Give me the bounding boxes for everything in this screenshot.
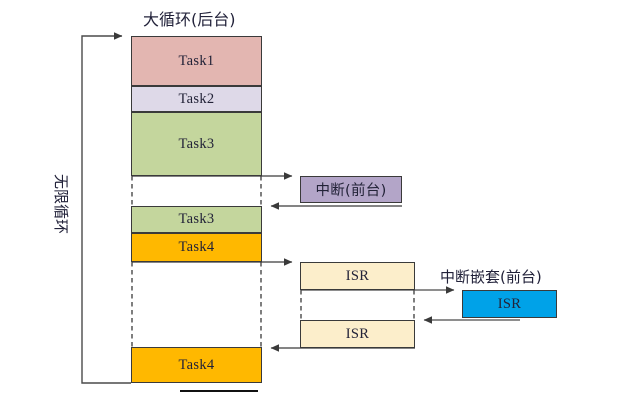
nested-interrupt-title: 中断嵌套(前台) — [440, 268, 542, 286]
block-nested-isr[interactable]: ISR — [462, 290, 557, 318]
block-task4-label: Task4 — [178, 239, 215, 255]
block-task2-label: Task2 — [178, 90, 215, 107]
block-isr-first[interactable]: ISR — [300, 262, 415, 290]
block-isr-second[interactable]: ISR — [300, 320, 415, 348]
block-task3-resumed-label: Task3 — [178, 211, 215, 227]
block-interrupt[interactable]: 中断(前台) — [300, 176, 402, 203]
infinite-loop-label: 无限循环 — [52, 174, 70, 235]
bottom-caption-remnant — [180, 390, 258, 392]
block-task2[interactable]: Task2 — [131, 86, 262, 112]
infinite-loop-bracket — [81, 32, 131, 384]
block-isr-first-label: ISR — [345, 267, 370, 284]
block-task4[interactable]: Task4 — [131, 233, 262, 262]
main-loop-title: 大循环(后台) — [143, 10, 236, 29]
block-task1[interactable]: Task1 — [131, 36, 262, 86]
block-task4-resumed[interactable]: Task4 — [131, 347, 262, 383]
block-nested-isr-label: ISR — [497, 295, 522, 312]
block-task3-label: Task3 — [178, 135, 215, 152]
block-task4-resumed-label: Task4 — [178, 356, 215, 373]
block-task3[interactable]: Task3 — [131, 112, 262, 176]
block-task1-label: Task1 — [178, 52, 215, 69]
block-task3-resumed[interactable]: Task3 — [131, 206, 262, 233]
block-isr-second-label: ISR — [345, 325, 370, 342]
block-interrupt-label: 中断(前台) — [315, 183, 387, 199]
